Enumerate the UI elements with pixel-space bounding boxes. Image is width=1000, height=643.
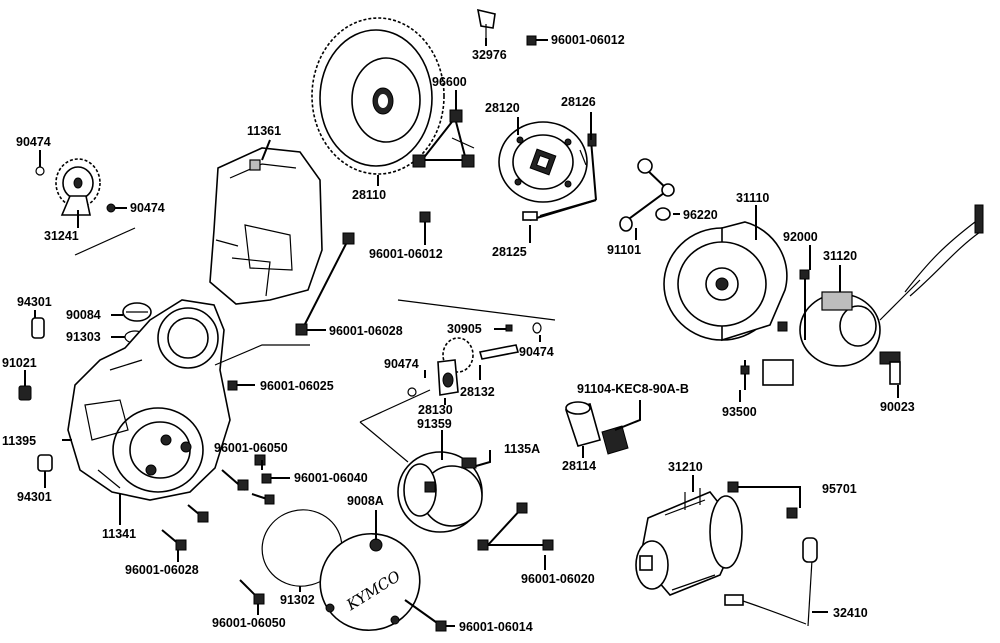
assembly-line-left bbox=[74, 227, 136, 256]
clip-90474-right bbox=[532, 322, 542, 334]
label-96001-06012-mid: 96001-06012 bbox=[369, 247, 443, 261]
part-11361-shroud bbox=[209, 147, 323, 305]
label-90474-left: 90474 bbox=[16, 135, 51, 149]
label-96001-06028-bottom: 96001-06028 bbox=[125, 563, 199, 577]
bolt-mid bbox=[419, 211, 431, 240]
assembly-line-mid bbox=[214, 344, 310, 366]
part-28114-bushing bbox=[564, 401, 601, 447]
label-91302: 91302 bbox=[280, 593, 315, 607]
part-91104-needle-bearing bbox=[601, 425, 629, 455]
label-31120: 31120 bbox=[823, 249, 857, 263]
bolt-top bbox=[526, 35, 548, 46]
label-96600: 96600 bbox=[432, 75, 467, 89]
label-96001-06050-top: 96001-06050 bbox=[214, 441, 288, 455]
label-11341: 11341 bbox=[102, 527, 136, 541]
bolt-06014 bbox=[404, 599, 447, 632]
label-11361: 11361 bbox=[247, 124, 281, 138]
label-96001-06014: 96001-06014 bbox=[459, 620, 533, 634]
bolts-93500 bbox=[740, 360, 750, 390]
bolts-92000 bbox=[777, 269, 810, 340]
label-94301-top: 94301 bbox=[17, 295, 52, 309]
label-93500: 93500 bbox=[722, 405, 757, 419]
label-96001-06020: 96001-06020 bbox=[521, 572, 595, 586]
label-91303: 91303 bbox=[66, 330, 101, 344]
label-91021: 91021 bbox=[2, 356, 37, 370]
part-1135A-housing bbox=[397, 451, 483, 533]
label-31241: 31241 bbox=[44, 229, 79, 243]
bolt-06050-bottom bbox=[239, 579, 265, 605]
label-90084: 90084 bbox=[66, 308, 101, 322]
label-96220: 96220 bbox=[683, 208, 718, 222]
label-96001-06025: 96001-06025 bbox=[260, 379, 334, 393]
label-30905: 30905 bbox=[447, 322, 482, 336]
label-96001-06028-top: 96001-06028 bbox=[329, 324, 403, 338]
dowel-94301-bottom bbox=[37, 454, 53, 472]
label-28126: 28126 bbox=[561, 95, 596, 109]
label-31110: 31110 bbox=[736, 191, 769, 205]
part-28132-shaft bbox=[478, 344, 520, 360]
label-28125: 28125 bbox=[492, 245, 527, 259]
part-28110-ring-gear bbox=[311, 17, 445, 175]
part-31241-idle-gear bbox=[55, 158, 101, 216]
part-32410-cable bbox=[724, 537, 818, 627]
bolt-90023 bbox=[879, 351, 901, 385]
label-32410: 32410 bbox=[833, 606, 868, 620]
label-96001-06050-bottom: 96001-06050 bbox=[212, 616, 286, 630]
label-9008A: 9008A bbox=[347, 494, 384, 508]
label-92000: 92000 bbox=[783, 230, 818, 244]
part-91302-gasket bbox=[261, 509, 343, 587]
label-90474-mid: 90474 bbox=[130, 201, 165, 215]
label-94301-bottom: 94301 bbox=[17, 490, 52, 504]
bolts-95701 bbox=[727, 481, 801, 519]
part-28130-drive-gear bbox=[407, 337, 474, 397]
label-28130: 28130 bbox=[418, 403, 453, 417]
label-11395: 11395 bbox=[2, 434, 36, 448]
part-28120-clutch bbox=[498, 121, 588, 203]
label-28114: 28114 bbox=[562, 459, 596, 473]
part-30905-pin bbox=[505, 324, 513, 332]
label-96001-06012-top: 96001-06012 bbox=[551, 33, 625, 47]
bolts-06040 bbox=[187, 469, 290, 523]
part-31120-stator bbox=[762, 204, 984, 386]
part-9008A-cover bbox=[319, 532, 421, 632]
label-96001-06040: 96001-06040 bbox=[294, 471, 368, 485]
label-95701: 95701 bbox=[822, 482, 857, 496]
label-91359: 91359 bbox=[417, 417, 452, 431]
bolts-06050-top bbox=[254, 454, 266, 470]
label-32976: 32976 bbox=[472, 48, 507, 62]
clip-90474-left bbox=[35, 150, 45, 176]
part-91101 bbox=[619, 158, 675, 232]
label-90474-right: 90474 bbox=[519, 345, 554, 359]
part-11341-left-cover bbox=[67, 299, 231, 501]
bolt-06028-bottom bbox=[161, 529, 187, 551]
part-91021 bbox=[18, 385, 32, 401]
label-28110: 28110 bbox=[352, 188, 386, 202]
label-90474-gear: 90474 bbox=[384, 357, 419, 371]
part-31110-flywheel bbox=[663, 221, 788, 342]
clip-90474-mid bbox=[106, 203, 127, 213]
part-96600-bracket bbox=[412, 109, 475, 168]
part-31210-starter-motor bbox=[635, 488, 743, 596]
leader-lines bbox=[24, 38, 899, 627]
part-32976-clip bbox=[476, 8, 496, 38]
label-90023: 90023 bbox=[880, 400, 915, 414]
part-96220 bbox=[655, 207, 671, 221]
assembly-line-gear bbox=[359, 299, 556, 463]
label-1135A: 1135A bbox=[504, 442, 540, 456]
label-31210: 31210 bbox=[668, 460, 703, 474]
label-91104: 91104-KEC8-90A-B bbox=[577, 382, 689, 396]
label-28132: 28132 bbox=[460, 385, 495, 399]
label-91101: 91101 bbox=[607, 243, 641, 257]
bolts-06020 bbox=[477, 502, 554, 551]
bolts-06025 bbox=[227, 380, 255, 391]
dowel-94301-top bbox=[31, 317, 45, 339]
label-28120: 28120 bbox=[485, 101, 520, 115]
